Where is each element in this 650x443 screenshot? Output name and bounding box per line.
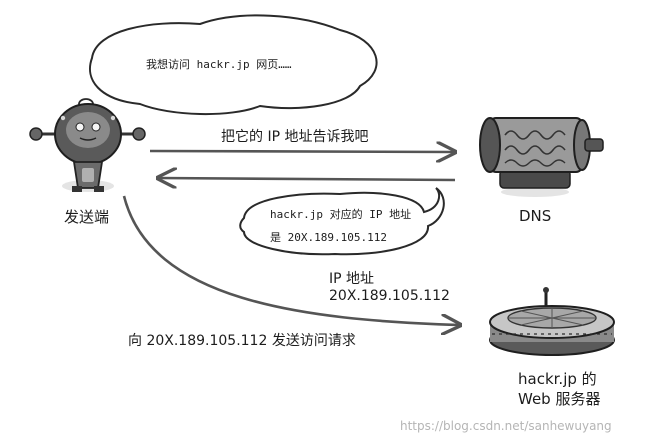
web-server-label-line2: Web 服务器 bbox=[518, 390, 601, 408]
watermark-text: https://blog.csdn.net/sanhewuyang bbox=[400, 419, 612, 433]
client-robot-icon bbox=[29, 103, 146, 192]
ip-label-line2: 20X.189.105.112 bbox=[329, 288, 450, 304]
reply-bubble bbox=[239, 187, 445, 256]
reply-bubble-line1: hackr.jp 对应的 IP 地址 bbox=[270, 208, 412, 221]
reply-arrow bbox=[158, 178, 456, 180]
thought-bubble-text: 我想访问 hackr.jp 网页…… bbox=[146, 58, 292, 71]
web-server-label-line1: hackr.jp 的 bbox=[518, 370, 597, 388]
ip-label-line1: IP 地址 bbox=[329, 271, 375, 287]
access-arrow-label: 向 20X.189.105.112 发送访问请求 bbox=[128, 333, 356, 349]
request-arrow bbox=[149, 151, 455, 152]
web-server-icon bbox=[489, 287, 615, 356]
client-label: 发送端 bbox=[64, 208, 110, 226]
access-arrow bbox=[122, 195, 460, 325]
thought-bubble bbox=[72, 14, 378, 121]
request-arrow-label: 把它的 IP 地址告诉我吧 bbox=[221, 129, 369, 145]
reply-bubble-line2: 是 20X.189.105.112 bbox=[270, 231, 387, 244]
dns-label: DNS bbox=[519, 207, 552, 225]
dns-server-icon bbox=[479, 117, 604, 197]
